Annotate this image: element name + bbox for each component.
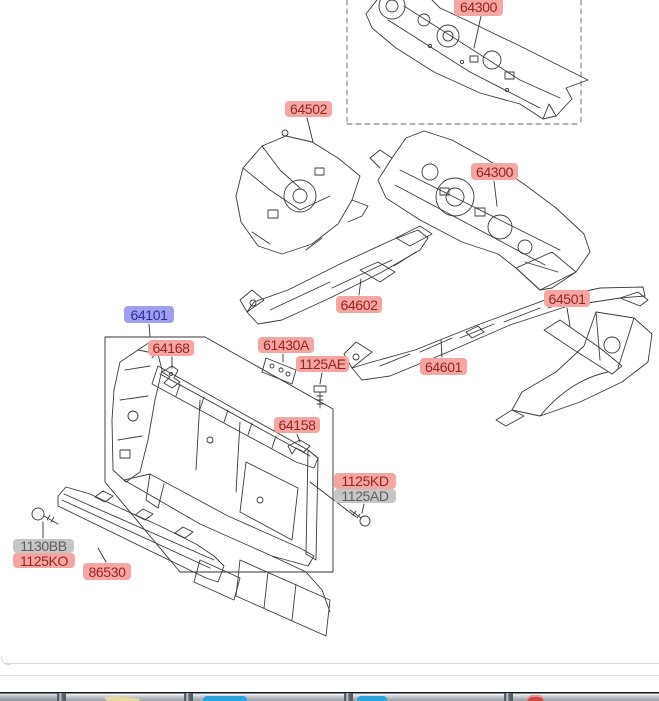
red-app-icon[interactable] (527, 695, 544, 701)
part-label-64300[interactable]: 64300 (471, 163, 518, 180)
drawing-dash-panel-top (365, 0, 589, 120)
part-label-64300-top[interactable]: 64300 (454, 0, 503, 16)
taskbar-divider (504, 693, 513, 701)
part-label-64502[interactable]: 64502 (285, 101, 332, 117)
part-label-1125AD[interactable]: 1125AD (334, 489, 396, 503)
taskbar-divider (57, 693, 66, 701)
part-label-61430A[interactable]: 61430A (258, 337, 314, 353)
dashed-reference-box (346, 0, 582, 125)
drawing-bracket-61430A (261, 357, 297, 385)
part-label-64101-selected[interactable]: 64101 (124, 306, 174, 323)
leader-lines (42, 15, 571, 563)
window-divider-line (0, 675, 659, 676)
drawing-bracket-64168 (161, 365, 181, 389)
drawing-fender-apron-64501 (495, 311, 653, 427)
part-label-64602[interactable]: 64602 (336, 296, 382, 313)
blue-app-icon[interactable] (203, 696, 247, 701)
drawing-bolt-1125KD (349, 509, 371, 527)
part-label-1125KO[interactable]: 1125KO (13, 553, 75, 568)
drawing-cowl-side-64502 (235, 129, 369, 255)
selection-box-64101 (104, 336, 334, 573)
drawing-radiator-support-64101 (111, 341, 331, 637)
taskbar-divider (344, 693, 353, 701)
taskbar-start-segment[interactable] (0, 693, 57, 701)
drawing-side-member-64602 (239, 225, 433, 325)
part-label-64168[interactable]: 64168 (148, 340, 194, 356)
drawing-bracket-64158 (287, 439, 311, 455)
part-label-86530[interactable]: 86530 (83, 563, 131, 580)
part-label-64501[interactable]: 64501 (544, 290, 590, 307)
panel-bottom-border (4, 663, 659, 664)
folder-icon[interactable] (104, 696, 140, 701)
drawing-bolt-1130BB (31, 507, 59, 525)
drawing-bolt-1125AE (313, 385, 327, 409)
part-label-64601[interactable]: 64601 (420, 358, 467, 375)
part-label-1125KD[interactable]: 1125KD (334, 473, 396, 489)
part-label-64158[interactable]: 64158 (274, 417, 320, 433)
drawing-bumper-rail-86530 (57, 486, 241, 601)
drawing-side-member-64601 (343, 286, 649, 381)
part-label-1125AE[interactable]: 1125AE (296, 356, 349, 372)
blue-app-icon[interactable] (357, 696, 387, 701)
taskbar (0, 692, 659, 701)
panel-corner (1, 656, 11, 665)
drawing-dash-panel-64300 (369, 130, 591, 291)
part-label-1130BB[interactable]: 1130BB (13, 539, 74, 553)
taskbar-divider (184, 693, 193, 701)
